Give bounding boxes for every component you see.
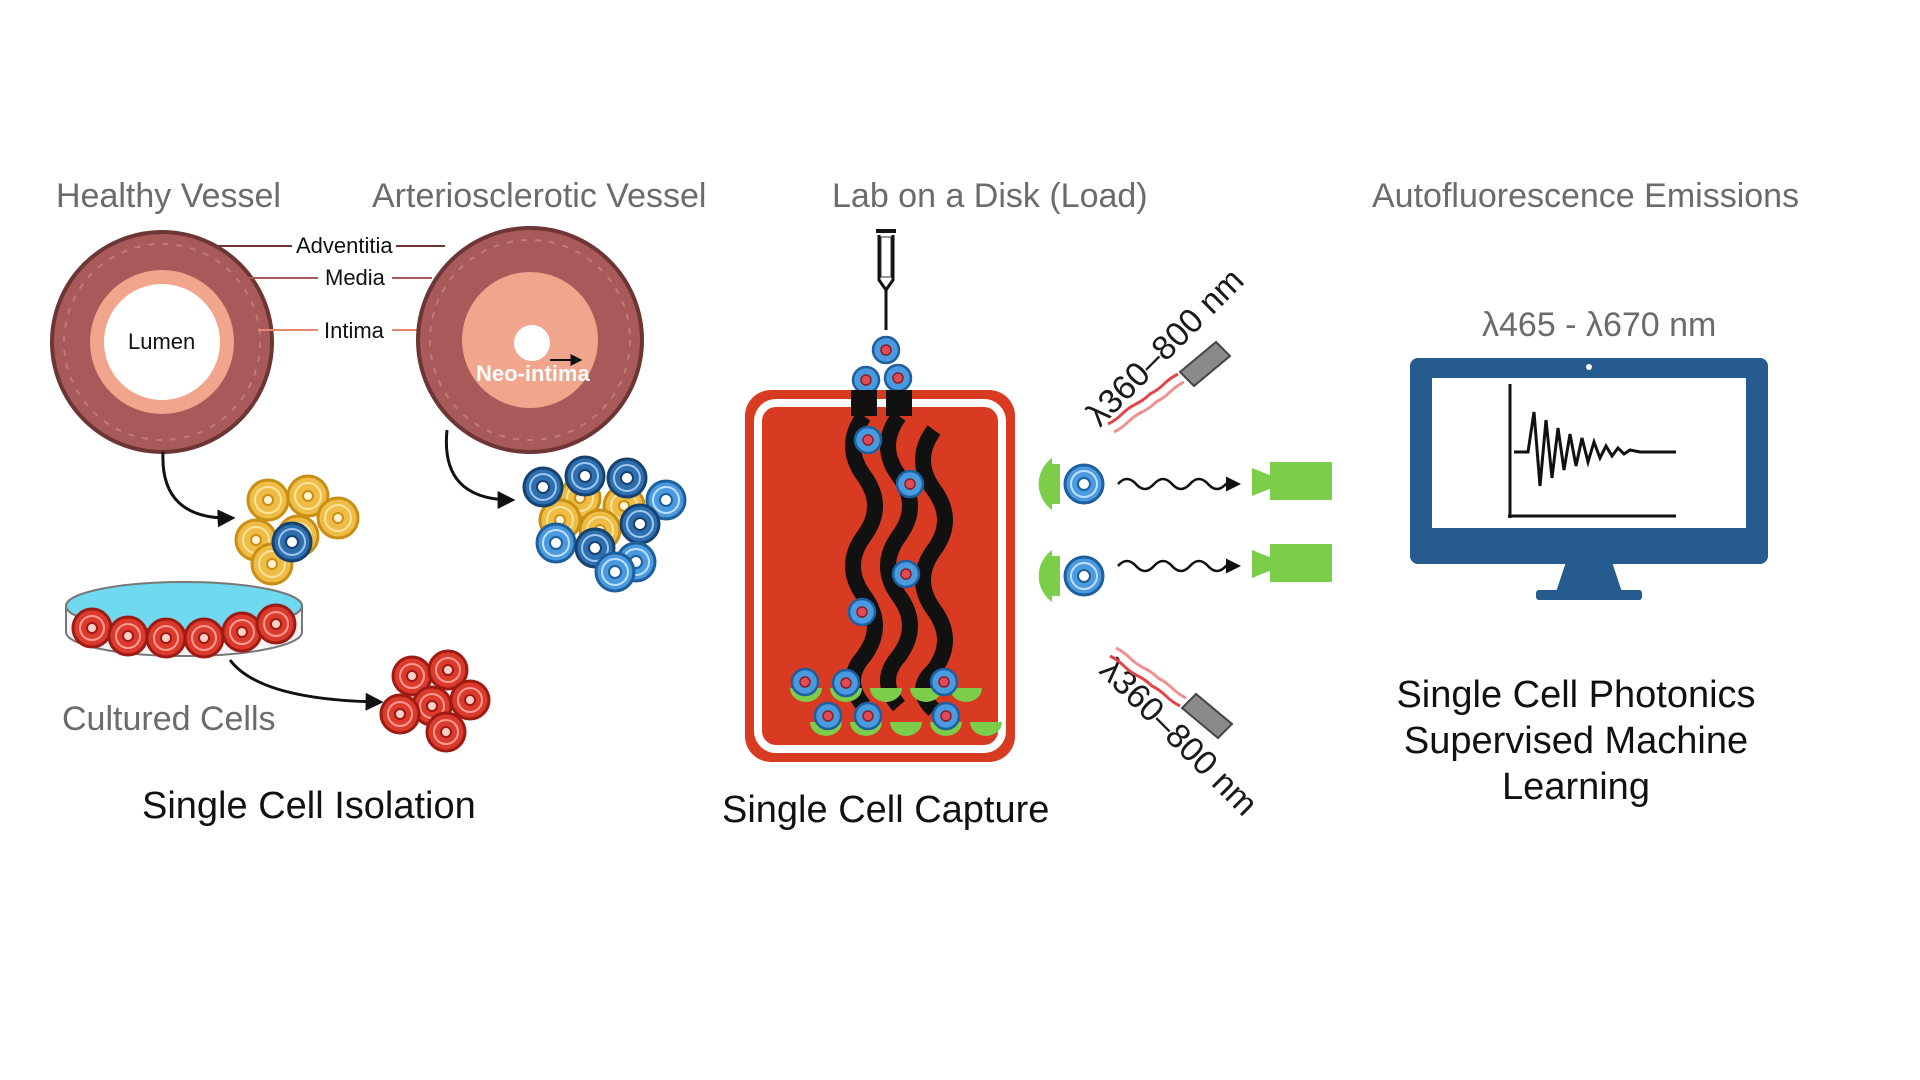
captured-cell-top [1038, 458, 1105, 510]
captured-cell-bottom [1038, 550, 1105, 602]
lumen-label: Lumen [128, 329, 195, 354]
detector-camera-top [1252, 462, 1332, 500]
caption-photonics-line3: Learning [1502, 766, 1650, 808]
caption-single-cell-isolation: Single Cell Isolation [142, 785, 476, 827]
header-lab-on-disk: Lab on a Disk (Load) [832, 177, 1148, 215]
caption-photonics-line1: Single Cell Photonics [1396, 674, 1755, 716]
healthy-vessel: Lumen [50, 230, 274, 454]
emission-wavelength-range: λ465 - λ670 nm [1482, 306, 1716, 344]
culture-dish [65, 581, 303, 659]
media-label: Media [325, 265, 386, 290]
monitor [1410, 358, 1768, 600]
cultured-cell-cluster [379, 649, 491, 753]
dish-to-cells-arrow [228, 659, 384, 711]
detector-camera-bottom [1252, 544, 1332, 582]
excitation-wavelength-bottom: λ360–800 nm [1092, 651, 1265, 824]
caption-photonics-line2: Supervised Machine [1404, 720, 1748, 762]
cultured-cells-label: Cultured Cells [62, 700, 276, 738]
diseased-cell-cluster [522, 455, 687, 593]
intima-label: Intima [324, 318, 385, 343]
laser-bottom [1109, 646, 1234, 740]
emission-spectrum-plot [1508, 384, 1676, 518]
lab-on-disk-chip [745, 390, 1015, 762]
excitation-wavelength-top: λ360–800 nm [1079, 261, 1252, 434]
healthy-cell-cluster [234, 474, 360, 586]
header-autofluorescence: Autofluorescence Emissions [1372, 177, 1799, 215]
header-arteriosclerotic-vessel: Arteriosclerotic Vessel [372, 177, 706, 215]
neo-intima-label: Neo-intima [476, 361, 590, 386]
arteriosclerotic-vessel: Neo-intima [416, 226, 644, 454]
caption-single-cell-capture: Single Cell Capture [722, 789, 1049, 831]
laser-top [1107, 340, 1232, 434]
adventitia-label: Adventitia [296, 233, 393, 258]
syringe [876, 229, 896, 330]
vessel-layer-labels: Adventitia Media Intima [214, 233, 478, 343]
emission-wave-bottom [1117, 558, 1241, 574]
loading-cells [851, 335, 913, 395]
healthy-to-cells-arrow [161, 451, 236, 528]
emission-wave-top [1117, 476, 1241, 492]
header-healthy-vessel: Healthy Vessel [56, 177, 281, 215]
diseased-to-cells-arrow [444, 429, 516, 509]
